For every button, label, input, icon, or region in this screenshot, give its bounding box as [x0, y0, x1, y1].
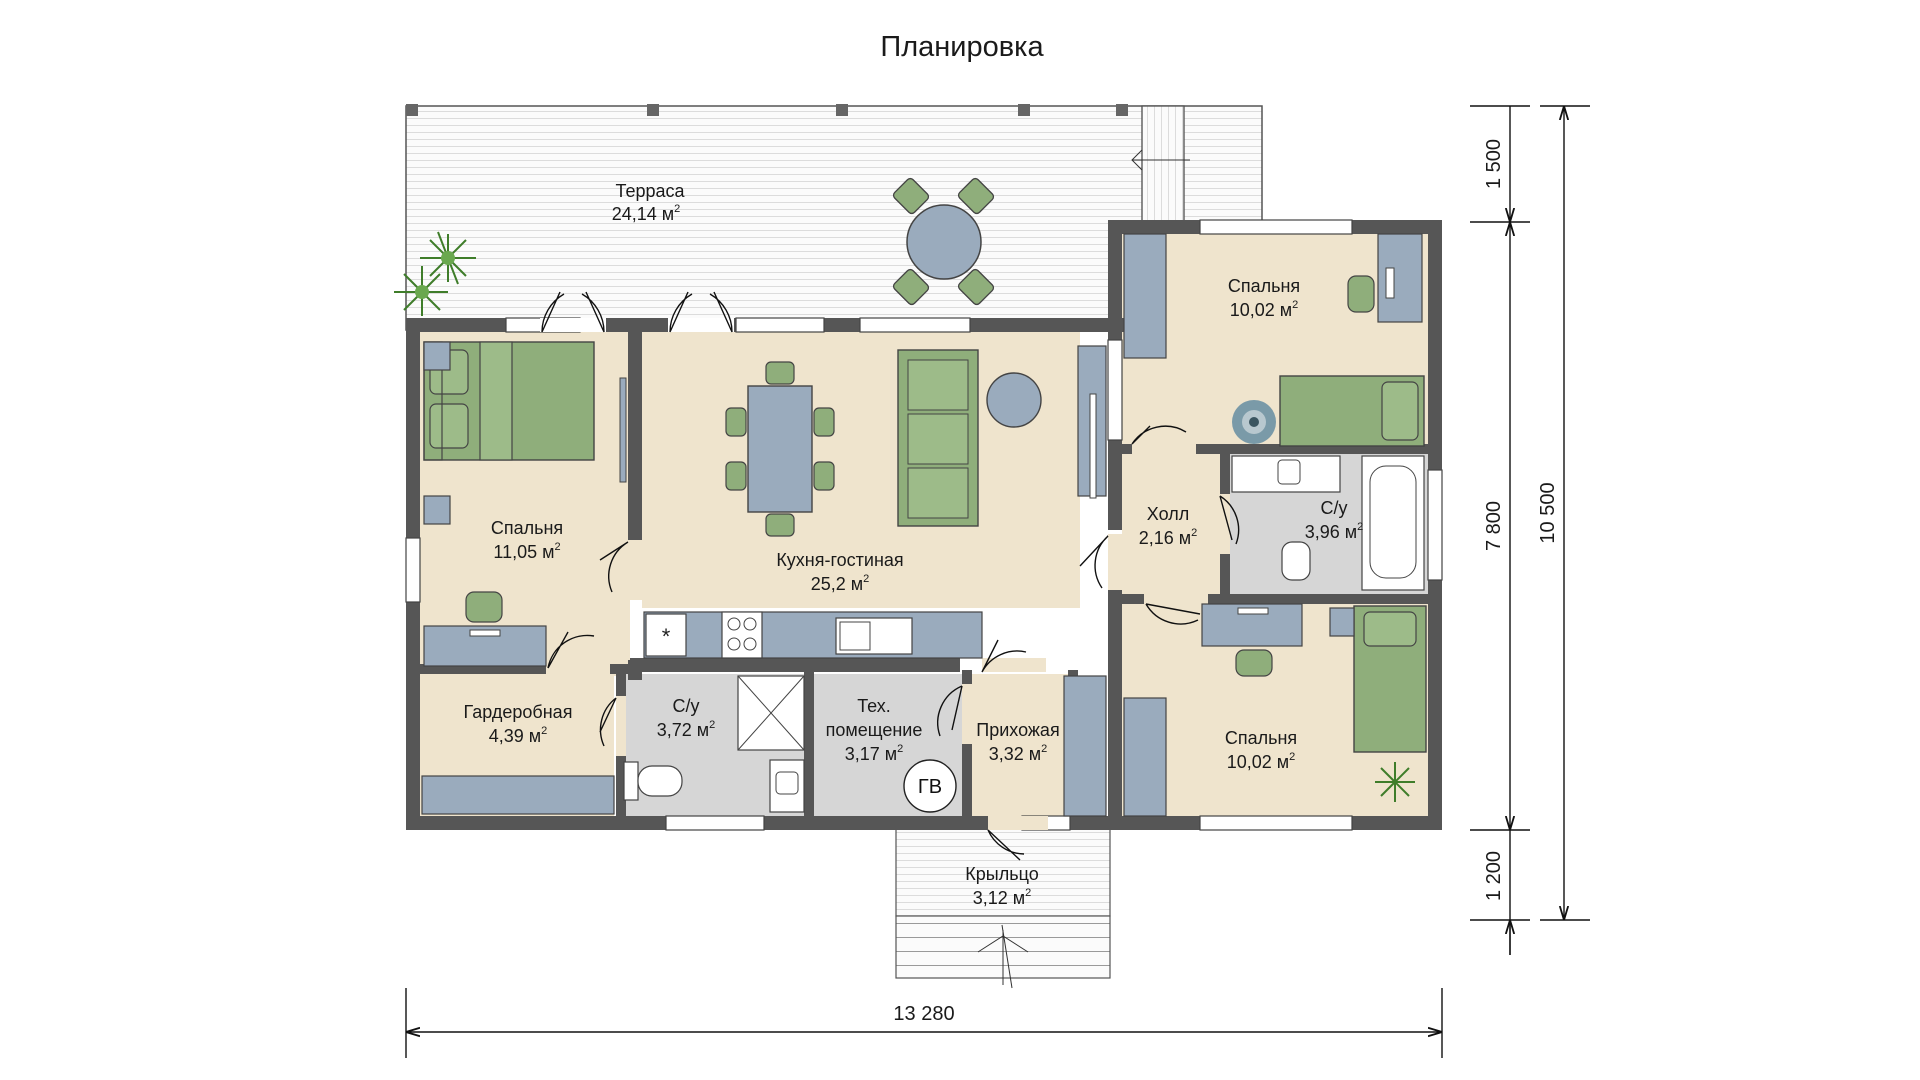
room-area-bedroom-left: 11,05 м2 — [493, 541, 560, 562]
room-name-bathroom-right: С/у — [1321, 498, 1348, 518]
room-area-hall: 2,16 м2 — [1139, 527, 1198, 548]
doors — [540, 291, 1240, 861]
sofa-icon — [897, 349, 979, 527]
terrace-dining-set — [892, 177, 995, 306]
room-area-bathroom-right: 3,96 м2 — [1305, 521, 1364, 542]
room-name-terrace: Терраса — [615, 181, 685, 201]
dimension-total-depth: 10 500 — [1537, 482, 1559, 543]
dimension-porch-depth: 1 200 — [1483, 851, 1505, 901]
room-name-tech-line1: Тех. — [857, 696, 891, 716]
dimension-house-depth: 7 800 — [1483, 501, 1505, 551]
plant-icon — [1232, 400, 1276, 444]
wardrobe-icon — [421, 233, 1167, 817]
walls — [406, 220, 1442, 830]
desk-icon — [423, 591, 547, 667]
room-name-kitchen-living: Кухня-гостиная — [776, 550, 903, 570]
dining-table — [725, 361, 835, 537]
bed-icon — [1279, 375, 1425, 447]
room-area-bedroom-bottom-right: 10,02 м2 — [1227, 751, 1296, 772]
room-area-kitchen-living: 25,2 м2 — [811, 573, 870, 594]
room-name-wardrobe: Гардеробная — [464, 702, 573, 722]
porch — [895, 827, 1111, 989]
room-name-entrance: Прихожая — [976, 720, 1059, 740]
room-name-bedroom-top-right: Спальня — [1228, 276, 1300, 296]
room-area-bathroom-small: 3,72 м2 — [657, 719, 716, 740]
plant-icon — [1375, 762, 1415, 802]
tv-icon — [619, 377, 627, 483]
tv-icon — [1089, 393, 1097, 499]
bathroom-fixtures — [1231, 455, 1425, 591]
dimensions: 13 280 1 500 7 800 1 200 10 500 — [405, 105, 1590, 1058]
room-name-bedroom-left: Спальня — [491, 518, 563, 538]
room-area-wardrobe: 4,39 м2 — [489, 725, 548, 746]
room-area-bedroom-top-right: 10,02 м2 — [1230, 299, 1299, 320]
room-area-entrance: 3,32 м2 — [989, 743, 1048, 764]
dimension-terrace-depth: 1 500 — [1483, 139, 1505, 189]
kitchen-counter: * — [643, 611, 983, 659]
boiler-label: ГВ — [918, 776, 942, 798]
desk-icon — [1347, 233, 1423, 323]
room-labels: Терраса 24,14 м2 Спальня 11,05 м2 Кухня-… — [464, 181, 1364, 908]
bed-icon — [1329, 605, 1427, 753]
nightstand — [423, 495, 451, 525]
dimension-width: 13 280 — [893, 1003, 954, 1025]
room-area-terrace: 24,14 м2 — [612, 203, 681, 224]
plant-icon — [394, 231, 476, 316]
svg-text:*: * — [662, 624, 671, 649]
room-area-tech: 3,17 м2 — [845, 743, 904, 764]
desk-icon — [1201, 603, 1303, 677]
coffee-table — [986, 372, 1042, 428]
boiler-icon: ГВ — [903, 759, 957, 813]
plan-title: Планировка — [880, 31, 1044, 63]
room-area-porch: 3,12 м2 — [973, 887, 1032, 908]
room-name-hall: Холл — [1147, 504, 1189, 524]
room-name-bathroom-small: С/у — [673, 696, 700, 716]
room-name-porch: Крыльцо — [965, 864, 1038, 884]
nightstand — [423, 341, 451, 371]
terrace — [405, 104, 1263, 331]
room-name-tech-line2: помещение — [826, 720, 923, 740]
room-name-bedroom-bottom-right: Спальня — [1225, 728, 1297, 748]
bathroom-fixtures — [623, 675, 805, 813]
